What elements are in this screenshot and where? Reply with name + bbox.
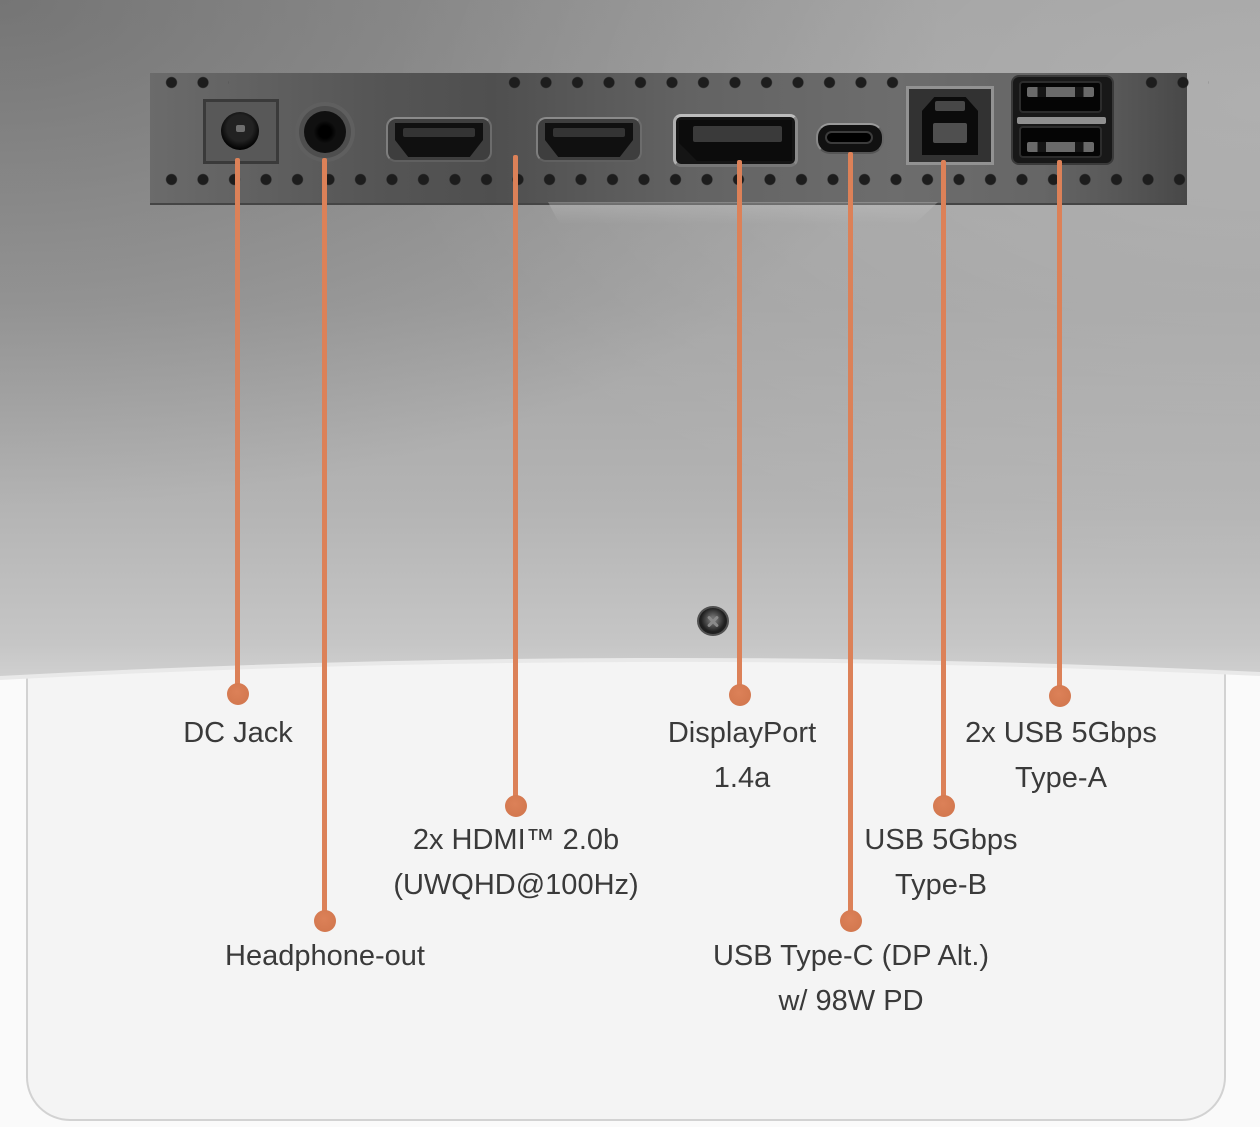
vent-holes xyxy=(1145,76,1209,89)
usb-c-port-icon xyxy=(816,123,884,154)
usb-a-divider xyxy=(1017,117,1106,124)
usb-a-port-bottom-icon xyxy=(1019,126,1102,158)
port-panel xyxy=(150,73,1209,205)
headphone-jack-icon xyxy=(304,111,346,153)
usb-b-contact-bar xyxy=(935,101,965,111)
displayport-icon xyxy=(673,114,798,167)
label-line: 1.4a xyxy=(713,762,771,794)
hdmi-plug xyxy=(545,123,633,157)
dc-barrel xyxy=(221,112,259,150)
label-dc-jack: DC Jack xyxy=(183,711,293,756)
usb-a-ports-icon xyxy=(1011,75,1114,165)
leader-line-usb-b xyxy=(941,160,946,806)
usb-c-inner xyxy=(827,133,871,142)
label-hdmi: 2x HDMI™ 2.0b (UWQHD@100Hz) xyxy=(393,818,638,908)
usb-a-tongue xyxy=(1027,87,1094,97)
hdmi-plug xyxy=(395,123,483,157)
stand-mount-shadow xyxy=(548,202,938,224)
callout-dot-displayport xyxy=(729,684,751,706)
leader-line-hdmi xyxy=(513,155,518,806)
usb-a-tongue xyxy=(1027,142,1094,152)
usb-a-port-top-icon xyxy=(1019,81,1102,113)
leader-line-displayport xyxy=(737,160,742,695)
vent-holes xyxy=(165,173,1187,186)
label-line: w/ 98W PD xyxy=(778,985,924,1017)
vent-holes xyxy=(165,76,229,89)
label-usb-b: USB 5Gbps Type-B xyxy=(864,818,1017,908)
callout-dot-usb-c xyxy=(840,910,862,932)
label-line: DisplayPort xyxy=(667,717,817,749)
label-line: Headphone-out xyxy=(225,940,425,972)
label-line: 2x HDMI™ 2.0b xyxy=(412,824,620,856)
screw-icon xyxy=(697,606,729,636)
leader-line-usb-a xyxy=(1057,160,1062,696)
leader-line-headphone xyxy=(322,158,327,921)
label-line: DC Jack xyxy=(183,717,293,749)
callout-dot-hdmi xyxy=(505,795,527,817)
label-line: USB Type-C (DP Alt.) xyxy=(712,940,990,972)
callout-dot-headphone xyxy=(314,910,336,932)
headphone-hole xyxy=(314,121,336,143)
callout-dot-usb-a xyxy=(1049,685,1071,707)
leader-line-usb-c xyxy=(848,152,853,921)
label-line: USB 5Gbps xyxy=(864,824,1018,856)
usb-b-port-icon xyxy=(906,86,994,165)
callout-dot-usb-b xyxy=(933,795,955,817)
callout-dot-dc-jack xyxy=(227,683,249,705)
label-usb-a: 2x USB 5Gbps Type-A xyxy=(965,711,1157,801)
label-usb-c: USB Type-C (DP Alt.) w/ 98W PD xyxy=(713,934,989,1024)
usb-b-window xyxy=(933,123,967,143)
vent-holes xyxy=(508,76,918,89)
label-line: Type-A xyxy=(1015,762,1107,794)
label-line: (UWQHD@100Hz) xyxy=(393,869,639,901)
dc-pin xyxy=(236,125,245,132)
dc-jack-port-icon xyxy=(203,99,279,164)
leader-line-dc-jack xyxy=(235,158,240,694)
displayport-plug xyxy=(679,120,792,161)
label-displayport: DisplayPort 1.4a xyxy=(668,711,816,801)
hdmi-port-2-icon xyxy=(536,117,642,162)
hdmi-port-1-icon xyxy=(386,117,492,162)
label-headphone: Headphone-out xyxy=(225,934,425,979)
label-line: Type-B xyxy=(895,869,987,901)
label-line: 2x USB 5Gbps xyxy=(965,717,1157,749)
